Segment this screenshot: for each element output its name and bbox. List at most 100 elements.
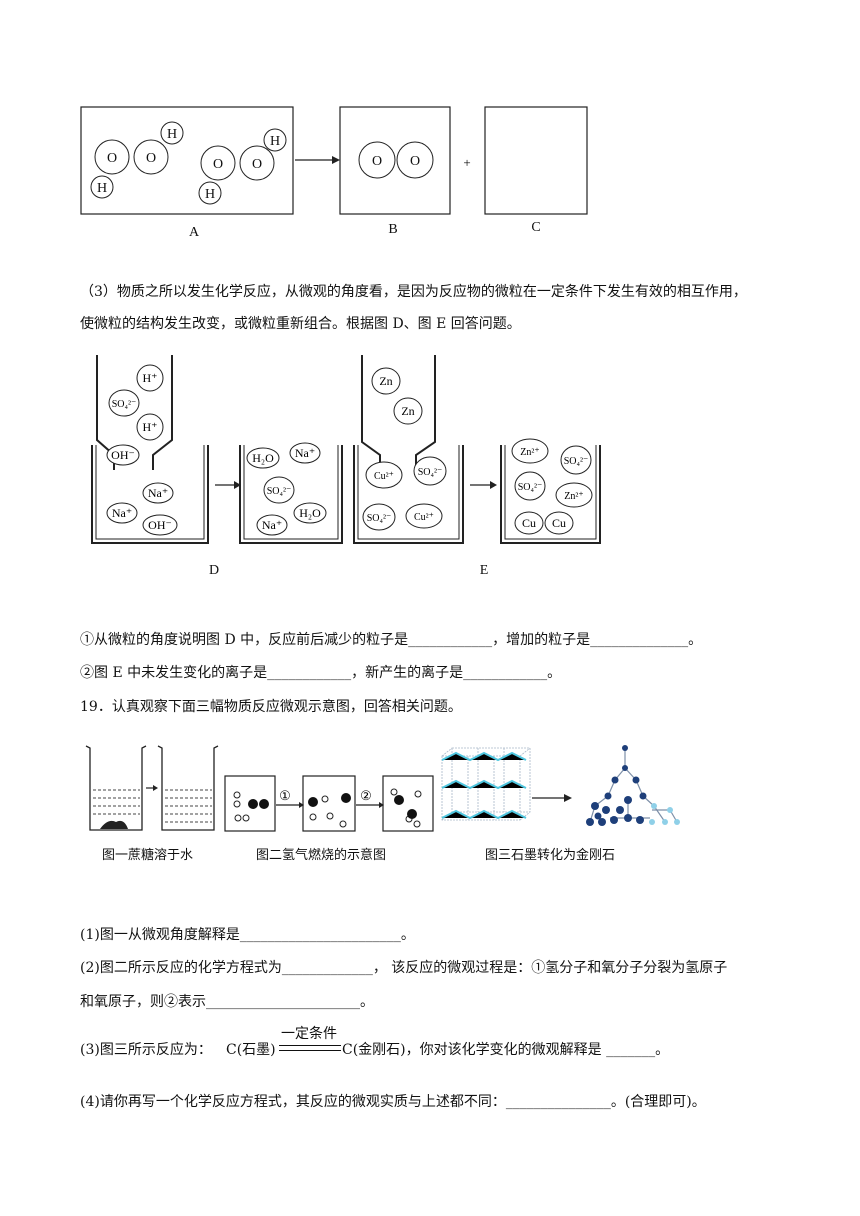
atom-o <box>200 145 236 181</box>
reaction-condition: 一定条件 <box>281 1026 337 1042</box>
caption-fig2: 图二氢气燃烧的示意图 <box>256 847 387 862</box>
particle-label: Cu²⁺ <box>414 512 434 523</box>
figure-three: ① ② <box>80 738 700 868</box>
question-19-title: 19．认真观察下面三幅物质反应微观示意图，回答相关问题。 <box>80 699 462 715</box>
svg-text:B: B <box>388 222 397 237</box>
paragraph-3-line2: 使微粒的结构发生改变，或微粒重新组合。根据图 D、图 E 回答问题。 <box>80 316 521 332</box>
particle-label: H₂O <box>299 506 321 520</box>
svg-text:O: O <box>213 157 223 172</box>
particle-na <box>142 482 174 504</box>
particle-h-plus <box>136 413 164 441</box>
atom-o <box>133 139 169 175</box>
svg-text:H: H <box>205 187 215 202</box>
atom-o <box>239 145 275 181</box>
particle-label: SO₄²⁻ <box>518 482 543 493</box>
particle-label: Cu <box>552 516 566 530</box>
question-3-right: C(金刚石)，你对该化学变化的微观解释是 _______。 <box>342 1042 670 1058</box>
particle-oh <box>142 514 178 536</box>
box-c <box>484 106 588 215</box>
particle-so4 <box>413 456 447 486</box>
particle-label: Zn²⁺ <box>520 447 539 458</box>
svg-text:+: + <box>463 155 470 170</box>
svg-text:O: O <box>410 154 420 169</box>
svg-text:H: H <box>97 181 107 196</box>
question-e: ②图 E 中未发生变化的离子是____________，新产生的离子是_____… <box>80 665 562 681</box>
particle-label: Na⁺ <box>262 518 282 532</box>
particle-zn2 <box>555 482 593 508</box>
double-line <box>279 1045 341 1051</box>
particle-na <box>256 514 288 536</box>
particle-label: OH⁻ <box>111 448 135 462</box>
particle-label: H⁺ <box>143 371 158 385</box>
question-1: (1)图一从微观角度解释是_______________________。 <box>80 927 415 943</box>
particle-h2o <box>293 502 327 524</box>
particle-zn <box>393 397 423 425</box>
particle-label: H₂O <box>252 451 274 465</box>
particle-label: Na⁺ <box>112 506 132 520</box>
particle-zn2 <box>511 438 549 464</box>
particle-label: Na⁺ <box>295 446 315 460</box>
box-b <box>339 106 451 215</box>
particle-label: SO₄²⁻ <box>112 399 137 410</box>
particle-oh <box>106 444 140 466</box>
particle-so4 <box>514 471 546 501</box>
svg-text:O: O <box>107 151 117 166</box>
particle-zn <box>371 367 401 395</box>
particle-label: SO₄²⁻ <box>564 456 589 467</box>
particle-so4 <box>362 503 396 531</box>
particle-label: Zn <box>401 404 414 418</box>
caption-fig3: 图三石墨转化为金刚石 <box>485 847 616 862</box>
question-2-line2: 和氧原子，则②表示______________________。 <box>80 994 374 1010</box>
atom-h <box>198 181 222 205</box>
particle-label: SO₄²⁻ <box>367 513 392 524</box>
svg-text:①: ① <box>279 788 291 803</box>
atom-h <box>263 128 287 152</box>
particle-so4 <box>560 445 592 475</box>
atom-h <box>160 121 184 145</box>
particle-label: Cu²⁺ <box>374 471 394 482</box>
question-d: ①从微粒的角度说明图 D 中，反应前后减少的粒子是____________，增加… <box>80 632 703 648</box>
particle-cu <box>514 511 544 535</box>
svg-text:D: D <box>209 563 219 578</box>
atom-o <box>94 139 130 175</box>
particle-cu2 <box>405 503 443 529</box>
question-2-line1: (2)图二所示反应的化学方程式为_____________， 该反应的微观过程是… <box>80 960 728 976</box>
particle-label: Zn²⁺ <box>564 491 583 502</box>
particle-na <box>106 502 138 524</box>
particle-h-plus <box>136 364 164 392</box>
particle-h2o <box>246 447 280 469</box>
svg-text:O: O <box>372 154 382 169</box>
particle-label: H⁺ <box>143 420 158 434</box>
question-4: (4)请你再写一个化学反应方程式，其反应的微观实质与上述都不同：________… <box>80 1094 706 1110</box>
question-3-prefix: (3)图三所示反应为： <box>80 1042 212 1058</box>
particle-label: Cu <box>522 516 536 530</box>
svg-text:O: O <box>252 157 262 172</box>
particle-cu <box>544 511 574 535</box>
figure-three-svg: ① ② <box>85 745 680 832</box>
figure-de: H⁺ SO₄²⁻ H⁺ OH⁻ Na⁺ Na⁺ OH⁻ H₂O Na⁺ SO₄²⁻ H₂O Na⁺ Zn… <box>80 345 640 585</box>
particle-label: SO₄²⁻ <box>267 486 292 497</box>
atom-h <box>90 175 114 199</box>
figure-abc: O O H H O O H H O O + A B C <box>70 95 610 245</box>
particle-label: Zn <box>379 374 392 388</box>
svg-text:A: A <box>189 225 200 240</box>
svg-text:E: E <box>480 563 489 578</box>
figure-de-svg: H⁺ SO₄²⁻ H⁺ OH⁻ Na⁺ Na⁺ OH⁻ H₂O Na⁺ SO₄²⁻ H₂O Na⁺ Zn… <box>91 355 601 578</box>
particle-so4 <box>108 389 140 417</box>
box-a <box>80 106 294 215</box>
figure-abc-svg: O O H H O O H H O O + A B C <box>80 106 588 240</box>
particle-so4 <box>263 476 295 504</box>
svg-text:H: H <box>167 127 177 142</box>
caption-fig1: 图一蔗糖溶于水 <box>102 847 194 862</box>
question-3-left: C(石墨) <box>226 1042 276 1058</box>
svg-text:C: C <box>531 220 540 235</box>
svg-text:②: ② <box>360 788 372 803</box>
svg-text:O: O <box>146 151 156 166</box>
paragraph-3-line1: （3）物质之所以发生化学反应，从微观的角度看，是因为反应物的微粒在一定条件下发生… <box>80 284 747 300</box>
particle-label: SO₄²⁻ <box>418 467 443 478</box>
particle-cu2 <box>365 461 403 489</box>
svg-text:H: H <box>270 134 280 149</box>
particle-label: OH⁻ <box>148 518 172 532</box>
particle-label: Na⁺ <box>148 486 168 500</box>
particle-na <box>289 442 321 464</box>
